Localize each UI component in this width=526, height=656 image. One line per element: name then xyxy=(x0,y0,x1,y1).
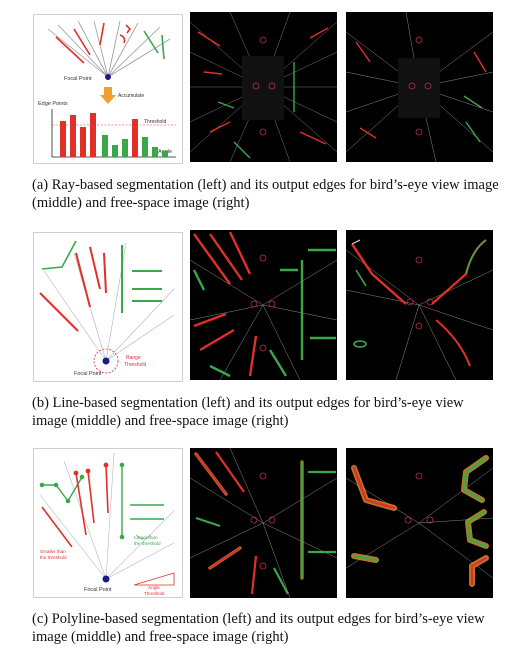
angle-label: Angle xyxy=(148,585,160,590)
focal-point-label: Focal Point xyxy=(84,587,112,593)
smaller-label-1: Smaller than xyxy=(40,549,66,554)
threshold-label: Threshold xyxy=(124,362,146,368)
larger-label-1: Larger than xyxy=(134,535,158,540)
polyline-birdseye-output-image xyxy=(190,448,337,598)
line-segmentation-diagram: Focal Point Range Threshold xyxy=(33,232,183,382)
accumulate-label: Accumulate xyxy=(118,93,144,99)
larger-label-2: the threshold xyxy=(134,541,161,546)
smaller-label-2: the threshold xyxy=(40,555,67,560)
polyline-freespace-output-image xyxy=(346,448,493,598)
caption-a: (a) Ray-based segmentation (left) and it… xyxy=(32,177,499,211)
caption-c: (c) Polyline-based segmentation (left) a… xyxy=(32,611,485,645)
focal-point-label: Focal Point xyxy=(74,371,102,377)
focal-point-dot xyxy=(102,357,110,365)
focal-point-dot xyxy=(102,575,110,583)
ray-freespace-output-image xyxy=(346,12,493,162)
accumulate-arrow-icon xyxy=(100,87,116,104)
caption-b: (b) Line-based segmentation (left) and i… xyxy=(32,395,464,429)
edge-points-label: Edge Points xyxy=(38,101,68,107)
ray-birdseye-output-image xyxy=(190,12,337,162)
focal-point-dot xyxy=(105,74,111,80)
polyline-segmentation-diagram: Larger than the threshold Smaller than t… xyxy=(33,448,183,598)
range-label: Range xyxy=(126,355,141,361)
focal-point-label: Focal Point xyxy=(64,76,92,82)
line-birdseye-output-image xyxy=(190,230,337,380)
threshold-label: Threshold xyxy=(144,591,165,596)
threshold-label: Threshold xyxy=(144,119,166,125)
line-freespace-output-image xyxy=(346,230,493,380)
ray-segmentation-diagram: Focal Point Accumulate Edge Points Thres… xyxy=(33,14,183,164)
